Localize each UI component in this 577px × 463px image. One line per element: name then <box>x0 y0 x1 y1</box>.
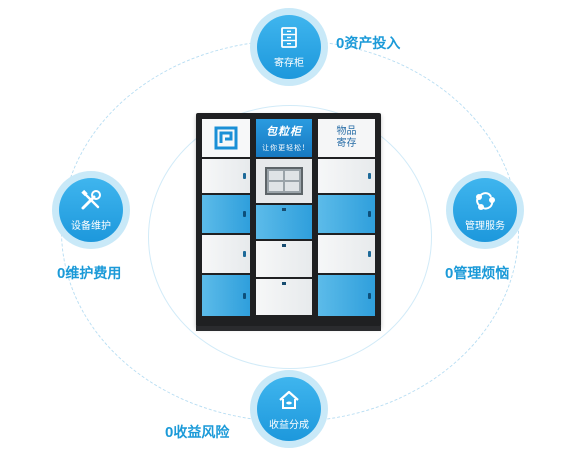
locker-door <box>202 159 250 193</box>
lock-icon <box>368 173 371 179</box>
lock-icon <box>243 173 246 179</box>
lock-icon <box>243 251 246 257</box>
locker-door <box>318 159 375 193</box>
brand-slogan: 让你更轻松! <box>262 144 306 152</box>
locker-column-left <box>202 119 250 322</box>
smart-locker-cabinet: 包粒柜 让你更轻松! 物品 寄存 <box>196 113 381 327</box>
caption-left-zero: 0 <box>57 265 66 282</box>
caption-bottom-text: 收益风险 <box>173 425 230 441</box>
lock-icon <box>368 292 371 299</box>
node-label-top: 寄存柜 <box>274 58 304 69</box>
caption-top-text: 资产投入 <box>344 36 401 52</box>
caption-left-text: 维护费用 <box>65 266 122 282</box>
brand-slogan-panel: 包粒柜 让你更轻松! <box>256 119 312 157</box>
handle-icon <box>282 282 286 285</box>
locker-door <box>318 275 375 316</box>
node-label-left: 设备维护 <box>71 221 111 232</box>
caption-bottom-zero: 0 <box>165 424 174 441</box>
tools-icon <box>81 189 101 210</box>
node-maintenance: 设备维护 <box>52 171 130 249</box>
handle-icon <box>282 208 286 211</box>
locker-door <box>256 241 312 277</box>
locker-door <box>318 235 375 273</box>
lock-icon <box>243 292 246 299</box>
caption-left: 0维护费用 <box>57 263 121 283</box>
brand-name: 包粒柜 <box>266 125 302 138</box>
storage-label-line1: 物品 <box>336 126 357 137</box>
locker-column-middle: 包粒柜 让你更轻松! <box>256 119 312 322</box>
caption-right-text: 管理烦恼 <box>453 266 510 282</box>
locker-door <box>202 235 250 273</box>
caption-top-zero: 0 <box>336 35 345 52</box>
lock-icon <box>368 211 371 217</box>
locker-door <box>256 205 312 239</box>
storage-label-line2: 寄存 <box>336 138 357 149</box>
node-revenue-share: 收益分成 <box>250 370 328 448</box>
touch-screen <box>265 167 303 195</box>
caption-right: 0管理烦恼 <box>445 263 509 283</box>
brand-logo-panel <box>202 119 250 157</box>
node-label-right: 管理服务 <box>465 221 505 232</box>
touch-screen-panel <box>256 159 312 203</box>
storage-label-panel: 物品 寄存 <box>318 119 375 157</box>
lock-icon <box>368 251 371 257</box>
locker-door <box>202 275 250 316</box>
brand-logo-icon <box>214 126 238 150</box>
house-share-icon <box>279 390 299 409</box>
cabinet-icon <box>281 27 297 48</box>
locker-column-right: 物品 寄存 <box>318 119 375 322</box>
cabinet-base <box>196 326 381 331</box>
node-management: 管理服务 <box>446 171 524 249</box>
caption-top: 0资产投入 <box>336 33 400 53</box>
locker-door <box>318 195 375 233</box>
lock-icon <box>243 211 246 217</box>
handle-icon <box>282 244 286 247</box>
inner-ring <box>148 105 432 369</box>
locker-door <box>202 195 250 233</box>
caption-right-zero: 0 <box>445 265 454 282</box>
node-storage-cabinet: 寄存柜 <box>250 8 328 86</box>
locker-door <box>256 279 312 315</box>
network-icon <box>476 192 495 210</box>
node-label-bottom: 收益分成 <box>269 420 309 431</box>
caption-bottom: 0收益风险 <box>165 422 229 442</box>
